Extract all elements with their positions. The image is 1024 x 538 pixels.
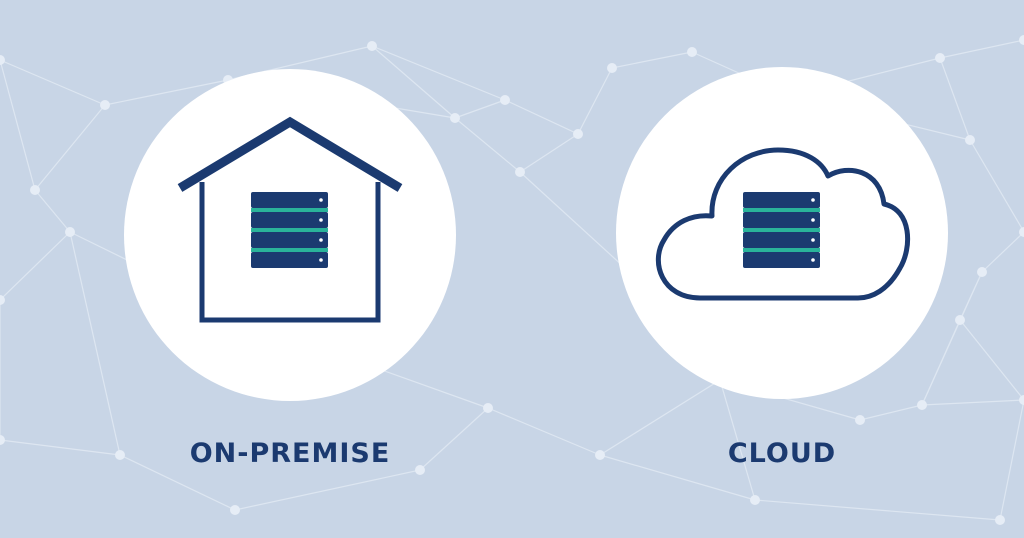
server-unit (251, 232, 328, 248)
network-line (454, 99, 506, 119)
server-unit (743, 232, 820, 248)
house-walls (199, 182, 381, 323)
network-node (65, 227, 75, 237)
network-line (611, 51, 693, 69)
network-node (855, 415, 865, 425)
network-line (487, 407, 601, 456)
network-line (519, 133, 579, 173)
house-icon (177, 116, 403, 323)
cloud-panel (616, 67, 948, 399)
network-line (599, 379, 721, 456)
network-node (0, 435, 5, 445)
network-line (371, 45, 456, 119)
network-node (917, 400, 927, 410)
network-node (30, 185, 40, 195)
network-line (0, 439, 121, 456)
network-line (69, 231, 121, 456)
network-node (367, 41, 377, 51)
network-line (0, 59, 36, 191)
network-line (34, 189, 71, 233)
server-unit (743, 192, 820, 208)
network-line (419, 407, 489, 471)
network-line (104, 79, 229, 106)
network-node (0, 295, 5, 305)
network-line (719, 379, 756, 501)
server-led (811, 218, 815, 222)
network-node (450, 113, 460, 123)
network-line (969, 139, 1024, 233)
server-separator (251, 248, 328, 252)
network-line (921, 271, 983, 406)
server-led (319, 198, 323, 202)
network-line (504, 99, 579, 135)
network-line (859, 404, 923, 421)
network-line (981, 231, 1024, 273)
network-line (599, 454, 756, 501)
network-node (1019, 395, 1024, 405)
network-node (115, 450, 125, 460)
network-line (921, 399, 1024, 406)
network-node (995, 515, 1005, 525)
server-rack-icon (743, 192, 820, 268)
network-line (454, 117, 521, 173)
server-separator (743, 248, 820, 252)
network-line (0, 231, 71, 301)
network-node (977, 267, 987, 277)
network-node (0, 55, 5, 65)
network-node (595, 450, 605, 460)
server-separator (743, 208, 820, 212)
network-node (573, 129, 583, 139)
network-line (119, 454, 236, 511)
server-led (319, 258, 323, 262)
on-premise-label: ON-PREMISE (189, 438, 391, 469)
network-node (687, 47, 697, 57)
server-separator (251, 208, 328, 212)
network-node (483, 403, 493, 413)
network-line (939, 39, 1024, 59)
network-node (100, 100, 110, 110)
network-node (1019, 227, 1024, 237)
server-led (319, 238, 323, 242)
network-line (999, 399, 1024, 521)
server-led (811, 258, 815, 262)
cloud-label: CLOUD (727, 438, 837, 469)
network-line (371, 45, 506, 101)
network-node (607, 63, 617, 73)
network-line (234, 469, 421, 511)
server-unit (251, 212, 328, 228)
house-roof (177, 116, 403, 192)
network-node (1019, 35, 1024, 45)
server-unit (743, 212, 820, 228)
network-line (754, 499, 1001, 521)
on-premise-panel (124, 69, 456, 401)
server-unit (251, 252, 328, 268)
network-node (965, 135, 975, 145)
server-led (319, 218, 323, 222)
network-node (750, 495, 760, 505)
server-unit (251, 192, 328, 208)
cloud-icon (655, 147, 911, 301)
network-node (230, 505, 240, 515)
network-line (0, 59, 106, 106)
network-line (939, 57, 971, 141)
network-node (515, 167, 525, 177)
network-line (959, 319, 1024, 401)
network-line (577, 67, 613, 135)
server-separator (743, 228, 820, 232)
network-line (34, 104, 106, 191)
server-led (811, 238, 815, 242)
server-separator (251, 228, 328, 232)
network-node (415, 465, 425, 475)
network-node (955, 315, 965, 325)
server-unit (743, 252, 820, 268)
network-node (935, 53, 945, 63)
network-node (500, 95, 510, 105)
server-rack-icon (251, 192, 328, 268)
server-led (811, 198, 815, 202)
